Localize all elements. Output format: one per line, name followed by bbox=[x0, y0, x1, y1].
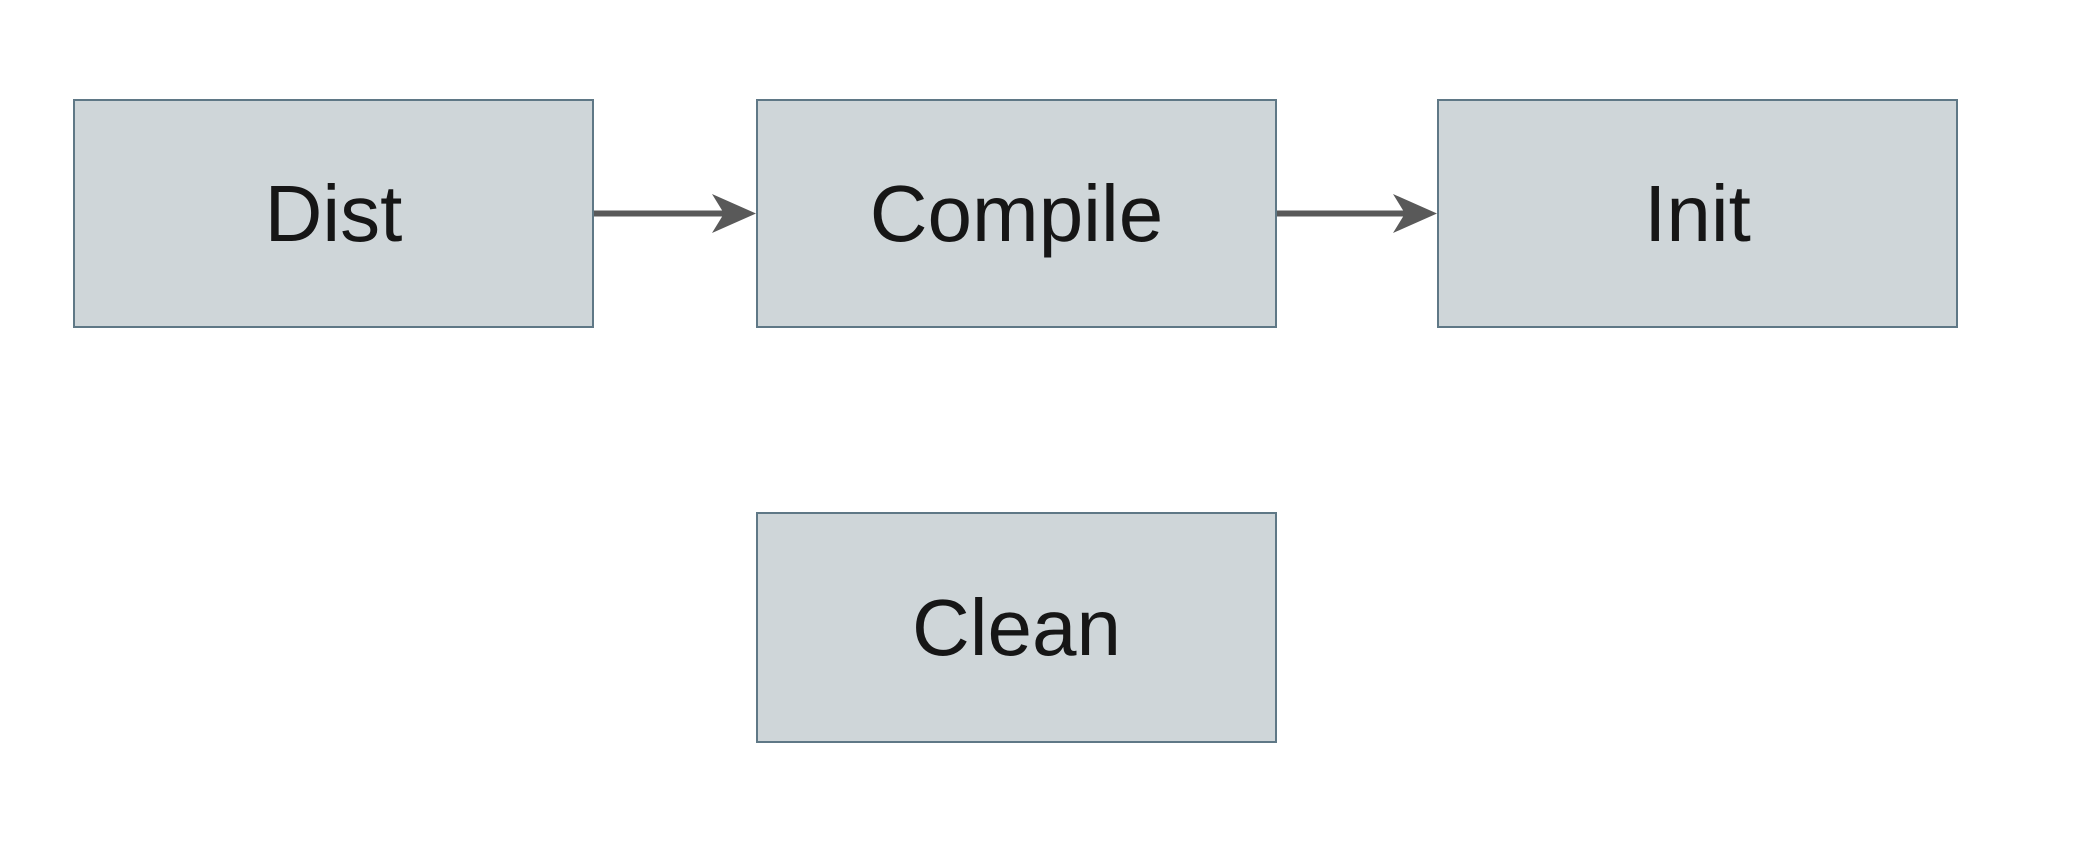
arrowhead-icon bbox=[1393, 194, 1437, 233]
arrowhead-icon bbox=[712, 194, 756, 233]
node-clean[interactable]: Clean bbox=[756, 512, 1277, 743]
node-init-label: Init bbox=[1644, 168, 1751, 258]
node-compile-label: Compile bbox=[869, 168, 1164, 258]
node-init[interactable]: Init bbox=[1437, 99, 1958, 328]
node-compile[interactable]: Compile bbox=[756, 99, 1277, 328]
node-dist-label: Dist bbox=[264, 168, 403, 258]
node-clean-label: Clean bbox=[911, 582, 1122, 672]
edge-compile-init[interactable] bbox=[1277, 194, 1437, 233]
edge-dist-compile[interactable] bbox=[594, 194, 756, 233]
node-dist[interactable]: Dist bbox=[73, 99, 594, 328]
